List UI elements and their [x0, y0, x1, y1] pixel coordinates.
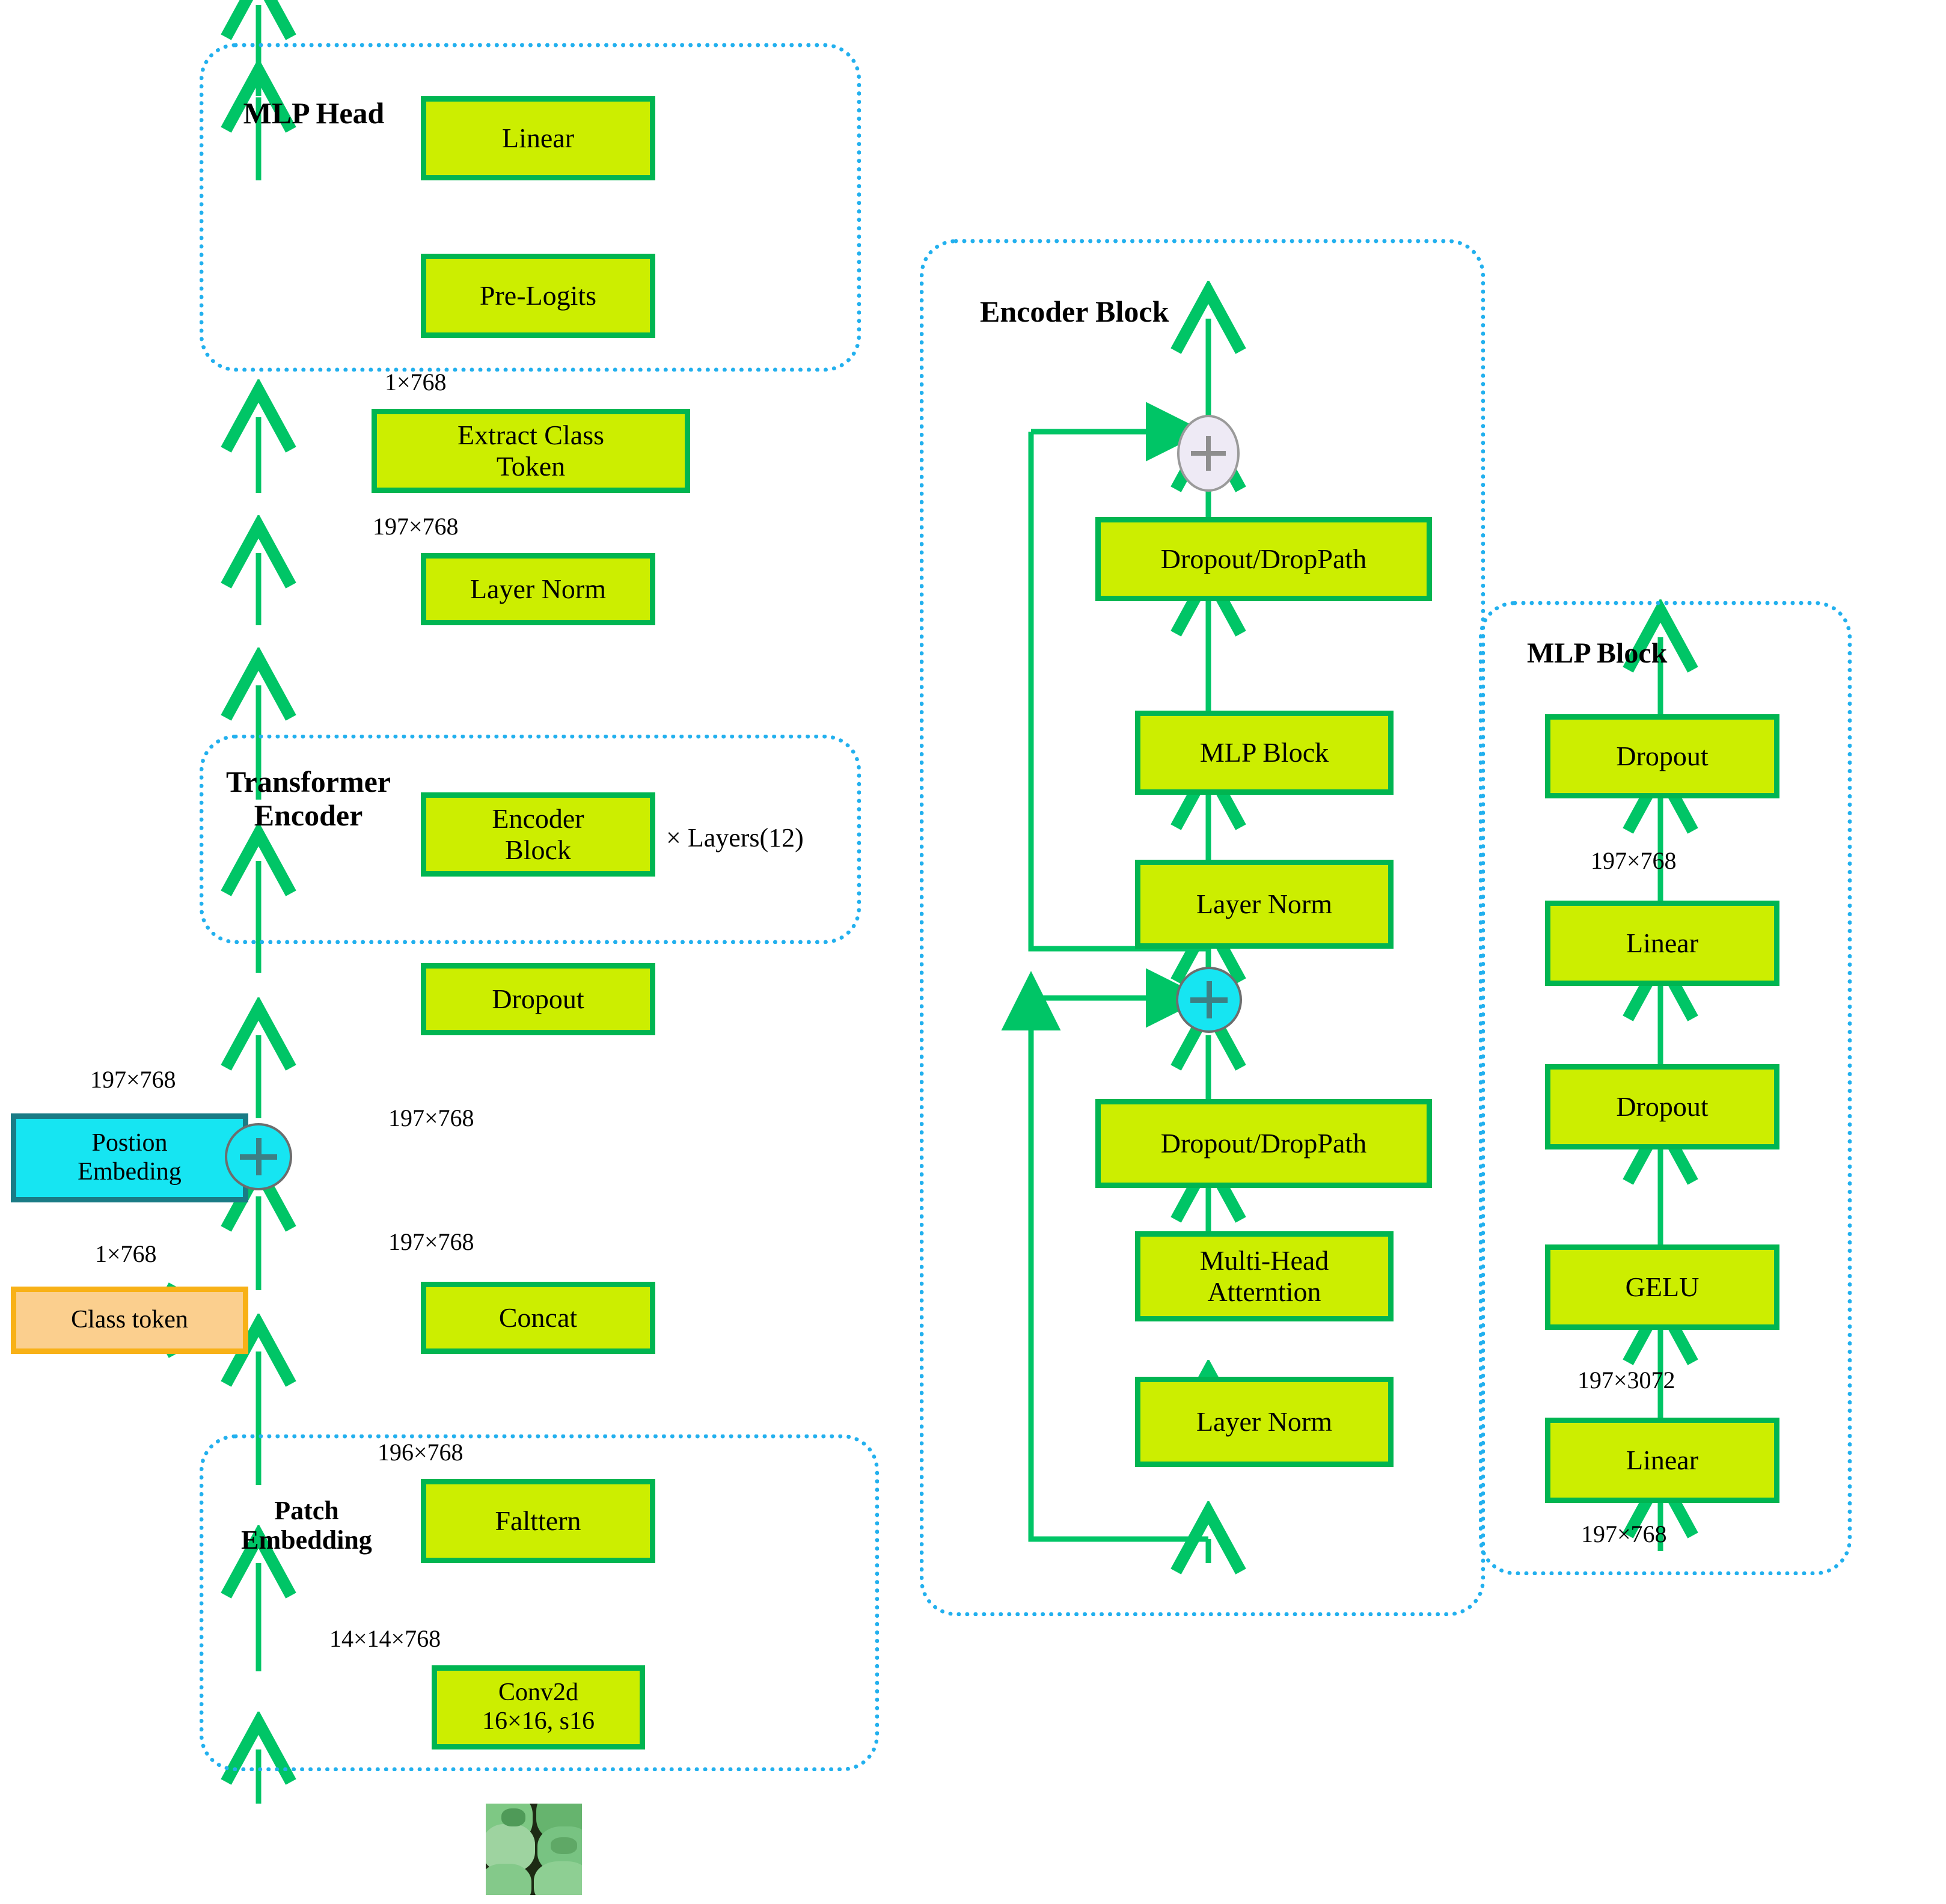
dim-mlp-linear-top-out: 197×768	[1591, 847, 1677, 874]
group-mlp-head-label: MLP Head	[243, 96, 385, 130]
group-transformer-encoder	[200, 735, 861, 944]
input-image-thumbnail	[486, 1804, 582, 1895]
dim-layer-norm-out: 197×768	[373, 513, 459, 540]
node-conv2d[interactable]: Conv2d 16×16, s16	[432, 1665, 645, 1749]
node-eb-dropout-droppath-top[interactable]: Dropout/DropPath	[1095, 517, 1432, 601]
dim-plus-out: 197×768	[388, 1104, 474, 1131]
group-encoder-block-label: Encoder Block	[980, 295, 1169, 328]
add-icon-patch-pos	[225, 1123, 292, 1190]
node-position-embedding[interactable]: Postion Embeding	[11, 1113, 248, 1202]
node-dropout-main[interactable]: Dropout	[421, 963, 655, 1035]
dim-mlp-linear-bottom-out: 197×3072	[1577, 1367, 1675, 1394]
node-pre-logits[interactable]: Pre-Logits	[421, 254, 655, 338]
node-encoder-block[interactable]: Encoder Block	[421, 792, 655, 877]
node-eb-layer-norm-bottom[interactable]: Layer Norm	[1135, 1377, 1394, 1467]
add-icon-encoder-bottom	[1176, 967, 1242, 1033]
node-eb-dropout-droppath-bottom[interactable]: Dropout/DropPath	[1095, 1099, 1432, 1188]
group-transformer-encoder-label: Transformer Encoder	[226, 765, 391, 832]
dim-class-token-out: 1×768	[385, 369, 447, 396]
node-layer-norm-head[interactable]: Layer Norm	[421, 553, 655, 625]
node-eb-multi-head-attention[interactable]: Multi-Head Atterntion	[1135, 1231, 1394, 1321]
node-extract-class-token[interactable]: Extract Class Token	[372, 409, 690, 493]
node-linear-head[interactable]: Linear	[421, 96, 655, 180]
node-class-token[interactable]: Class token	[11, 1287, 248, 1354]
group-mlp-block-label: MLP Block	[1527, 637, 1668, 669]
node-flatten[interactable]: Falttern	[421, 1479, 655, 1563]
node-eb-mlp-block[interactable]: MLP Block	[1135, 711, 1394, 795]
group-patch-embedding-label: Patch Embedding	[241, 1496, 372, 1555]
layers-count-note: × Layers(12)	[666, 823, 804, 853]
node-mb-dropout-bottom[interactable]: Dropout	[1545, 1064, 1779, 1149]
group-mlp-head	[200, 43, 861, 372]
dim-pos-embed: 197×768	[90, 1066, 176, 1093]
dim-flatten-out: 196×768	[378, 1439, 464, 1466]
node-mb-linear-top[interactable]: Linear	[1545, 901, 1779, 986]
group-patch-embedding	[200, 1434, 879, 1771]
group-mlp-block	[1479, 601, 1852, 1575]
dim-concat-out: 197×768	[388, 1228, 474, 1255]
dim-mlp-block-input: 197×768	[1581, 1520, 1667, 1547]
node-eb-layer-norm-top[interactable]: Layer Norm	[1135, 860, 1394, 949]
node-mb-linear-bottom[interactable]: Linear	[1545, 1418, 1779, 1503]
node-mb-gelu[interactable]: GELU	[1545, 1244, 1779, 1330]
dim-conv-out: 14×14×768	[329, 1625, 441, 1652]
node-mb-dropout-top[interactable]: Dropout	[1545, 714, 1779, 798]
dim-class-token: 1×768	[95, 1240, 157, 1267]
add-icon-encoder-top	[1177, 415, 1240, 492]
node-concat[interactable]: Concat	[421, 1282, 655, 1354]
